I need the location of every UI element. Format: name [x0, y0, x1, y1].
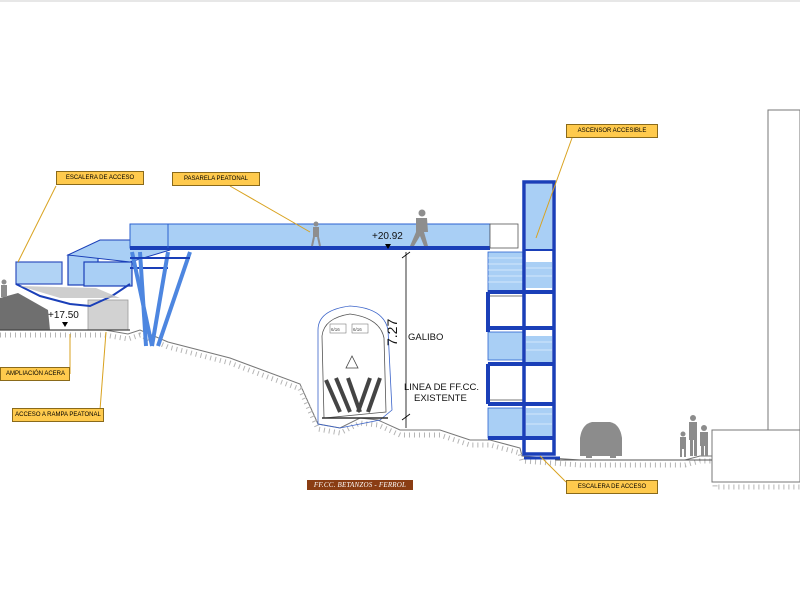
- railway-name-label: FF.CC. BETANZOS - FERROL: [307, 480, 413, 490]
- leader-lines: [17, 137, 573, 483]
- label-ascensor-accesible: ASCENSOR ACCESIBLE: [566, 124, 658, 138]
- terrain-profile: [0, 109, 800, 490]
- ground-level-text: +17.50: [48, 310, 79, 321]
- train-tunnel: 6/16 6/16: [317, 305, 393, 429]
- label-pasarela-peatonal: PASARELA PEATONAL: [172, 172, 260, 186]
- clearance-dimension: [401, 251, 411, 428]
- clearance-label: GALIBO: [408, 332, 444, 343]
- tunnel-mark-2: 6/16: [353, 327, 362, 332]
- elevator-stair-tower: [486, 180, 560, 460]
- label-escalera-acceso-top: ESCALERA DE ACCESO: [56, 171, 144, 185]
- street-figures: [1, 279, 708, 458]
- left-access-stair: [15, 239, 171, 308]
- label-escalera-acceso-bottom: ESCALERA DE ACCESO: [566, 480, 658, 494]
- tunnel-mark-1: 6/16: [331, 327, 340, 332]
- label-ampliacion-acera: AMPLIACIÓN ACERA: [0, 367, 70, 381]
- railway-line-text-1: LINEA DE FF.CC.: [404, 382, 479, 393]
- label-acceso-rampa: ACCESO A RAMPA PEATONAL: [12, 408, 104, 422]
- deck-level-text: +20.92: [372, 231, 403, 242]
- railway-line-text-2: EXISTENTE: [414, 393, 467, 404]
- ground-level-marker: [62, 322, 68, 327]
- clearance-value: 7.27: [384, 318, 400, 346]
- pedestrian-bridge: [129, 209, 519, 347]
